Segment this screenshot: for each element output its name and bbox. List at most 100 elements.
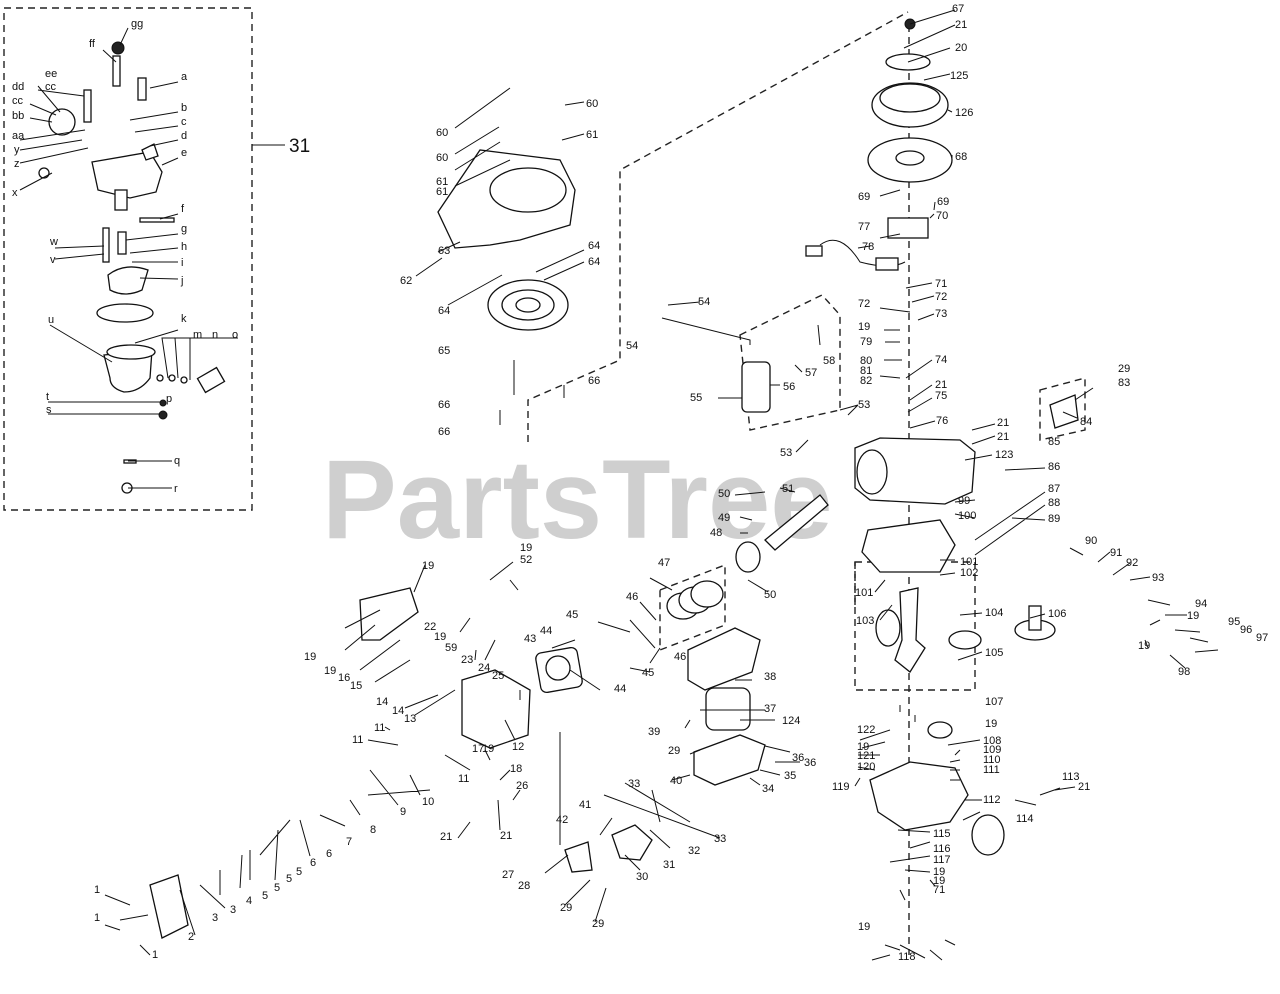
label-27: 27 xyxy=(502,869,514,881)
carburetor-kit-box xyxy=(3,7,253,511)
label-106: 106 xyxy=(1048,608,1066,620)
carb-label-g: g xyxy=(181,223,187,235)
carb-label-dd: dd xyxy=(12,81,24,93)
carb-lever-a xyxy=(137,77,147,101)
label-57: 57 xyxy=(805,367,817,379)
label-19-m: 19 xyxy=(324,665,336,677)
label-115: 115 xyxy=(933,828,951,840)
label-29-c: 29 xyxy=(592,918,604,930)
label-19-n: 19 xyxy=(482,743,494,755)
carb-label-y: y xyxy=(14,144,20,156)
label-39: 39 xyxy=(648,726,660,738)
label-56: 56 xyxy=(783,381,795,393)
valve-cover-38 xyxy=(687,627,761,691)
label-121: 121 xyxy=(857,750,875,762)
carb-label-ff: ff xyxy=(89,38,96,50)
label-86: 86 xyxy=(1048,461,1060,473)
governor-104 xyxy=(948,630,982,650)
label-36-a: 36 xyxy=(792,752,804,764)
label-19-f: 19 xyxy=(933,866,945,878)
fuel-solenoid-o xyxy=(196,366,226,394)
carb-part-s xyxy=(158,410,168,420)
fuel-pump-55 xyxy=(741,361,771,413)
label-21-top: 21 xyxy=(955,19,967,31)
label-30: 30 xyxy=(636,871,648,883)
label-61-c: 61 xyxy=(436,186,448,198)
crankcase-gasket-100 xyxy=(861,519,956,573)
label-53-a: 53 xyxy=(858,399,870,411)
label-98: 98 xyxy=(1178,666,1190,678)
carb-shaft-ee xyxy=(83,89,92,123)
label-62: 62 xyxy=(400,275,412,287)
cylinder-head-12 xyxy=(461,669,531,749)
label-49: 49 xyxy=(718,512,730,524)
label-101-b: 101 xyxy=(855,587,873,599)
label-21-d: 21 xyxy=(997,431,1009,443)
assembly-outlines xyxy=(527,11,1086,691)
label-12: 12 xyxy=(512,741,524,753)
ignition-coil-70 xyxy=(887,217,929,239)
carb-label-cc-1: cc xyxy=(12,95,24,107)
label-48: 48 xyxy=(710,527,722,539)
label-97: 97 xyxy=(1256,632,1268,644)
label-9: 9 xyxy=(400,806,406,818)
label-66-a: 66 xyxy=(588,375,600,387)
carb-label-v: v xyxy=(50,254,56,266)
carb-pin-f xyxy=(139,217,175,223)
label-66-b: 66 xyxy=(438,399,450,411)
label-71-b: 71 xyxy=(933,884,945,896)
label-10: 10 xyxy=(422,796,434,808)
carb-needle-g xyxy=(117,231,127,255)
label-5-a: 5 xyxy=(296,866,302,878)
carb-label-r: r xyxy=(174,483,178,495)
carb-label-b: b xyxy=(181,102,187,114)
carb-label-cc-2: cc xyxy=(45,81,57,93)
carb-label-w: w xyxy=(49,236,58,248)
label-117: 117 xyxy=(933,854,951,866)
label-78: 78 xyxy=(862,241,874,253)
oil-pump-107 xyxy=(927,721,953,739)
label-91: 91 xyxy=(1110,547,1122,559)
carb-cap-gg xyxy=(111,41,125,55)
label-89: 89 xyxy=(1048,513,1060,525)
label-113: 113 xyxy=(1062,771,1080,783)
label-85: 85 xyxy=(1048,436,1060,448)
label-1-a: 1 xyxy=(94,884,100,896)
engine-parts xyxy=(149,18,1079,939)
label-42: 42 xyxy=(556,814,568,826)
label-50-b: 50 xyxy=(764,589,776,601)
label-99: 99 xyxy=(958,495,970,507)
part-number-labels: 67 21 20 125 126 68 69 69 70 77 78 71 72… xyxy=(94,3,1268,963)
label-19-d: 19 xyxy=(985,718,997,730)
label-5-c: 5 xyxy=(274,882,280,894)
label-61-b: 61 xyxy=(436,176,448,188)
label-114: 114 xyxy=(1016,813,1034,825)
label-34: 34 xyxy=(762,783,774,795)
label-96: 96 xyxy=(1240,624,1252,636)
label-76: 76 xyxy=(936,415,948,427)
label-46-b: 46 xyxy=(674,651,686,663)
label-24: 24 xyxy=(478,662,490,674)
label-14-a: 14 xyxy=(376,696,388,708)
label-31: 31 xyxy=(663,859,675,871)
carb-label-e: e xyxy=(181,147,187,159)
carburetor-letter-labels: a b c d e f g h i j k m n o p q r s t u … xyxy=(12,18,238,495)
carb-label-k: k xyxy=(181,313,187,325)
label-36-b: 36 xyxy=(804,757,816,769)
throttle-bracket xyxy=(359,587,419,641)
carburetor-stem xyxy=(114,189,128,211)
label-5-b: 5 xyxy=(286,873,292,885)
label-4: 4 xyxy=(246,895,252,907)
float-bowl-rim xyxy=(106,344,156,360)
label-79: 79 xyxy=(860,336,872,348)
elbow-28 xyxy=(564,841,593,873)
label-60-b: 60 xyxy=(436,127,448,139)
label-19-a: 19 xyxy=(858,321,870,333)
carb-part-m xyxy=(156,374,164,382)
label-21-e: 21 xyxy=(1078,781,1090,793)
label-54-a: 54 xyxy=(698,296,710,308)
label-72-b: 72 xyxy=(858,298,870,310)
carb-label-i: i xyxy=(181,257,183,269)
label-29-b: 29 xyxy=(560,902,572,914)
label-14-b: 14 xyxy=(392,705,404,717)
